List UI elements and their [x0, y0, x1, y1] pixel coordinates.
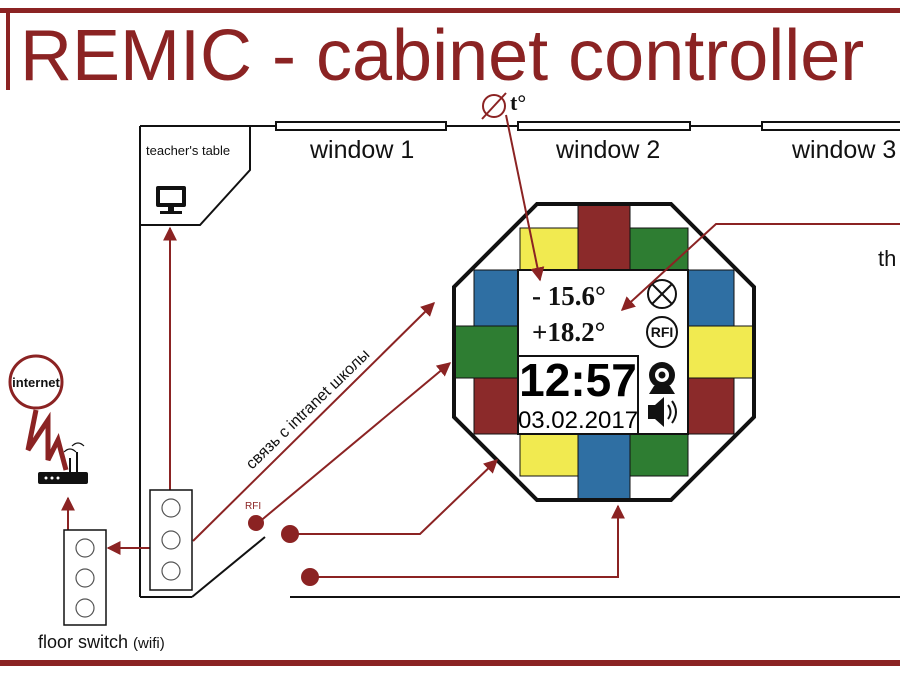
- teachers-table-label: teacher's table: [146, 143, 230, 158]
- intranet-label: связь с intranet школы: [243, 346, 373, 473]
- rfi-reader-label: RFI: [245, 501, 261, 512]
- room-switch: [149, 489, 193, 591]
- right-arrow: [620, 223, 900, 311]
- window-3-label: window 3: [791, 136, 896, 164]
- thermometer-sensor-icon: [481, 92, 507, 120]
- window-3: [761, 121, 900, 131]
- cutoff-label: th: [878, 246, 896, 271]
- window-1: [275, 121, 447, 131]
- rfi-badge: RFI: [651, 324, 674, 340]
- floor-switch-label: floor switch(wifi): [38, 632, 165, 652]
- window-2: [517, 121, 691, 131]
- clock-box: [517, 355, 639, 435]
- intranet-arrow: [192, 302, 435, 542]
- input-arrow-1: [290, 459, 499, 535]
- monitor-icon: [156, 186, 186, 214]
- sensor-label: t°: [510, 90, 526, 115]
- bottom-border: [0, 660, 900, 666]
- windows: [275, 121, 900, 131]
- window-1-label: window 1: [309, 136, 414, 164]
- rfi-icon: RFI: [646, 316, 678, 348]
- page-title: REMIC - cabinet controller: [20, 16, 864, 96]
- room-outline: [139, 125, 900, 598]
- rfi-reader-arrow: [257, 362, 452, 524]
- temp-inside: +18.2°: [532, 317, 605, 347]
- sensor-dot-1: [281, 525, 299, 543]
- internet-node: internet: [8, 354, 64, 410]
- internet-label: internet: [12, 375, 60, 390]
- temp-outside: - 15.6°: [532, 281, 606, 311]
- sensor-dot-2: [301, 568, 319, 586]
- lightning-icon: [25, 409, 69, 471]
- controller-panel: - 15.6° +18.2° RFI 12:57 03.02.2017: [452, 202, 756, 502]
- clock-time: 12:57: [519, 354, 637, 406]
- window-2-label: window 2: [555, 136, 660, 164]
- webcam-icon: [649, 362, 675, 394]
- clock-date: 03.02.2017: [518, 407, 638, 434]
- speaker-icon: [648, 397, 677, 427]
- connections: [61, 114, 900, 578]
- rfi-reader-dot: [248, 515, 264, 531]
- teachers-table: teacher's table: [140, 125, 251, 226]
- octagon-frame: [452, 202, 756, 502]
- title-block: REMIC - cabinet controller: [0, 8, 900, 96]
- floor-switch: [63, 529, 107, 626]
- sensor-arrow: [505, 114, 545, 282]
- router-icon: [38, 442, 88, 484]
- fan-off-icon: [647, 279, 677, 309]
- input-arrow-2: [310, 504, 625, 578]
